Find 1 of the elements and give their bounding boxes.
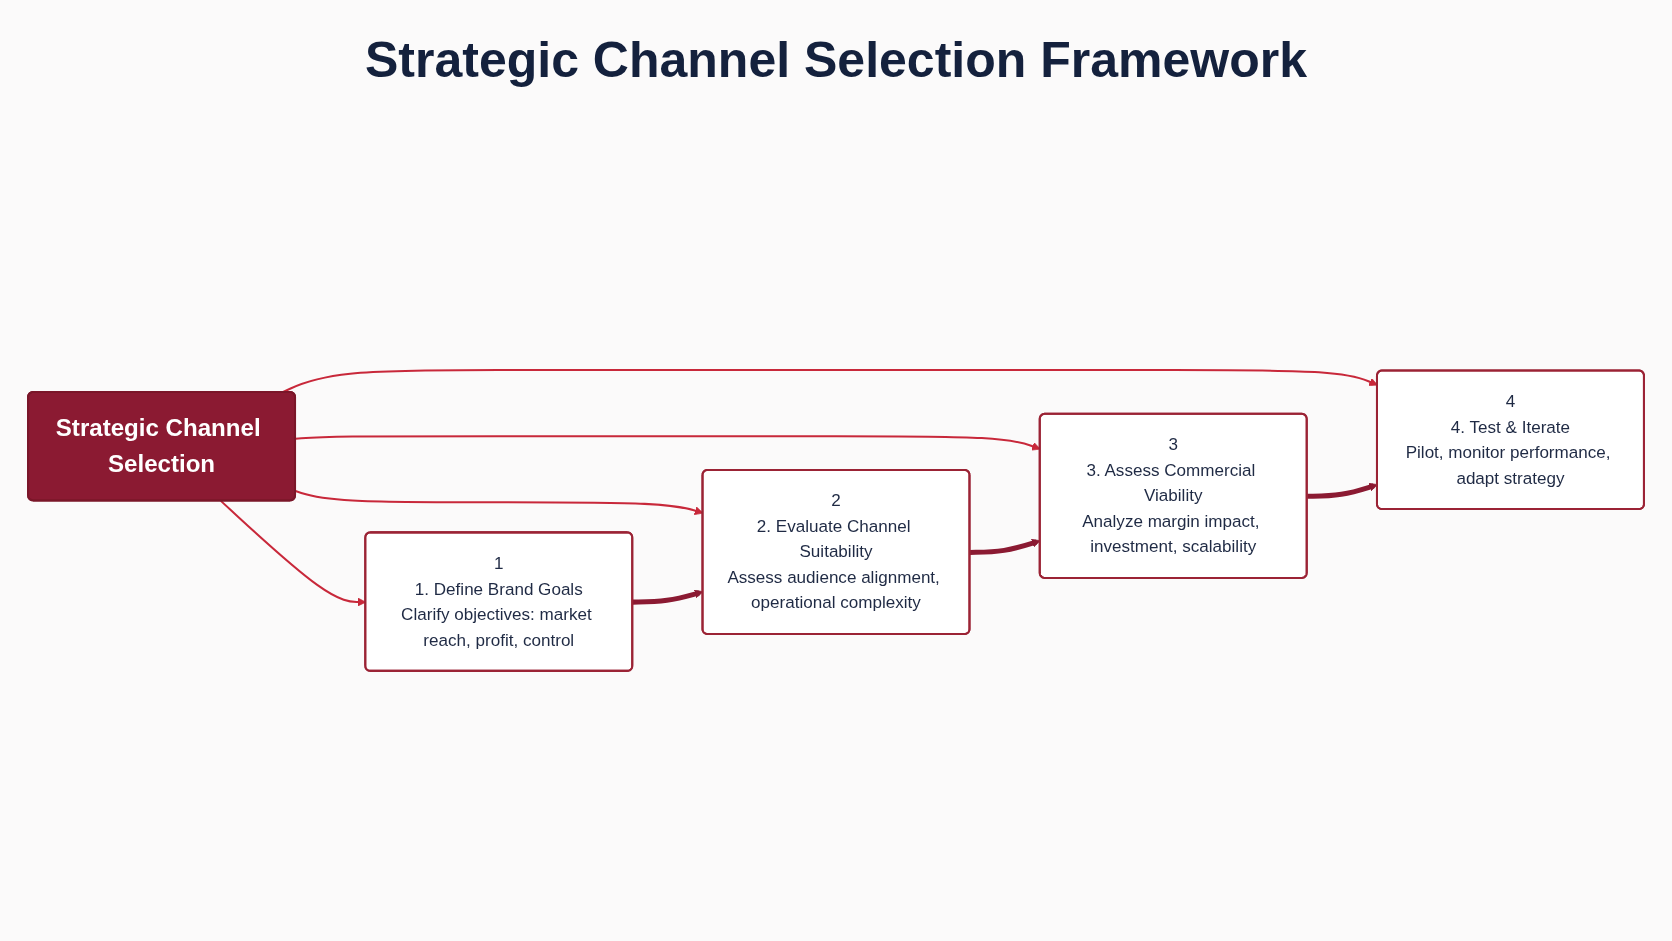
diagram-title: Strategic Channel Selection Framework	[364, 31, 1308, 90]
